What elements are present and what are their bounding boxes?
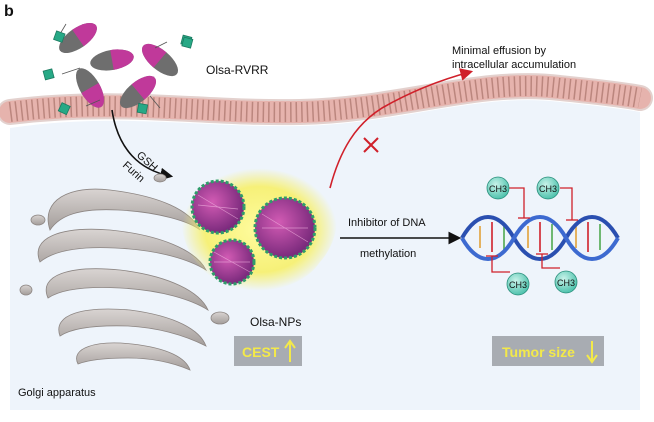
- tumor-size-badge: [492, 336, 604, 366]
- methyl-label: CH3: [489, 184, 507, 194]
- golgi-label: Golgi apparatus: [18, 387, 96, 399]
- nanoparticles-label: Olsa-NPs: [250, 315, 301, 329]
- nanoparticles: [190, 179, 317, 286]
- inhibitor-text-2: methylation: [360, 248, 416, 260]
- cest-text: CEST: [242, 344, 280, 360]
- panel-label: b: [4, 3, 14, 20]
- tumor-size-text: Tumor size: [502, 344, 575, 360]
- methyl-label: CH3: [509, 280, 527, 290]
- methyl-label: CH3: [539, 184, 557, 194]
- efflux-text-1: Minimal effusion by: [452, 45, 546, 57]
- methyl-groups: CH3 CH3 CH3 CH3: [486, 176, 578, 296]
- arrow-up-icon: [284, 339, 296, 362]
- dna-helix: [460, 215, 620, 261]
- efflux-arrow: [329, 68, 474, 189]
- efflux-text-2: intracellular accumulation: [452, 59, 576, 71]
- peptide-cubes: [42, 23, 194, 116]
- methyl-label: CH3: [557, 278, 575, 288]
- inhibitor-text-1: Inhibitor of DNA: [348, 217, 426, 229]
- cross-icon: [363, 137, 379, 153]
- prodrug-label: Olsa-RVRR: [206, 63, 269, 77]
- entry-arrow: [111, 109, 174, 181]
- prodrug-capsules: [59, 22, 179, 109]
- arrow-down-icon: [586, 341, 598, 364]
